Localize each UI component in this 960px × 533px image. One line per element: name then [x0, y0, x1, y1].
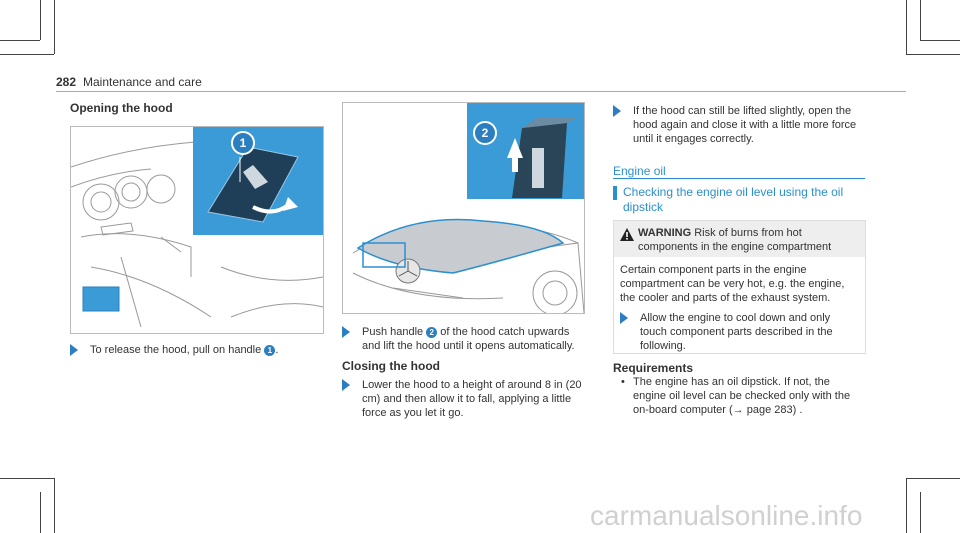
step-arrow-icon — [342, 326, 350, 338]
step-release-hood: To release the hood, pull on handle 1. — [70, 343, 320, 357]
step-text: Allow the engine to cool down and only t… — [640, 312, 833, 352]
step-text-a: Push handle — [362, 326, 424, 338]
crop-mark — [920, 492, 921, 533]
engine-oil-divider — [613, 178, 865, 179]
callout-2: 2 — [473, 121, 497, 145]
header-divider — [56, 91, 906, 92]
step-arrow-icon — [70, 344, 78, 356]
warning-triangle-icon — [620, 228, 634, 241]
crop-mark — [0, 40, 40, 41]
step-text: Lower the hood to a height of around 8 i… — [362, 379, 582, 419]
step-arrow-icon — [620, 312, 628, 324]
warning-body: Certain component parts in the engine co… — [620, 264, 845, 304]
crop-mark — [40, 492, 41, 533]
warning-box: WARNING Risk of burns from hot component… — [613, 220, 866, 354]
inset-catch-detail: 2 — [467, 103, 584, 199]
crop-mark — [906, 0, 907, 54]
interior-illustration — [71, 141, 323, 328]
heading-requirements: Requirements — [613, 361, 694, 375]
page-number: 282 — [56, 75, 77, 89]
crop-mark — [0, 54, 54, 55]
inset-handle-detail: 1 — [193, 127, 323, 235]
inline-callout-1: 1 — [264, 344, 276, 356]
crop-mark — [0, 478, 54, 479]
step-push-handle: Push handle 2 of the hood catch upwards … — [342, 325, 587, 353]
step-text: To release the hood, pull on handle — [90, 344, 262, 356]
figure-interior-handle: 1 — [70, 126, 324, 334]
crop-mark — [920, 40, 960, 41]
warning-step: Allow the engine to cool down and only t… — [620, 311, 856, 353]
crop-mark — [906, 478, 907, 533]
warning-label: WARNING — [638, 227, 692, 239]
step-text-b: of the hood catch upwards and lift the h… — [362, 326, 575, 352]
heading-opening-hood: Opening the hood — [70, 101, 173, 115]
heading-engine-oil: Engine oil — [613, 164, 666, 178]
crop-mark — [54, 478, 55, 533]
section-title: Maintenance and care — [83, 75, 202, 89]
requirement-item: • The engine has an oil dipstick. If not… — [613, 375, 865, 417]
step-close-again: If the hood can still be lifted slightly… — [613, 104, 865, 146]
step-arrow-icon — [342, 379, 350, 391]
heading-closing-hood: Closing the hood — [342, 359, 440, 373]
bullet-dot: • — [621, 376, 625, 388]
crop-mark — [920, 0, 921, 40]
subheading-dipstick: Checking the engine oil level using the … — [623, 185, 844, 214]
figure-hood-catch: 2 — [342, 102, 585, 314]
callout-1: 1 — [231, 131, 255, 155]
crop-mark — [906, 54, 960, 55]
watermark: carmanualsonline.info — [590, 500, 863, 531]
crop-mark — [40, 0, 41, 40]
step-arrow-icon — [613, 105, 621, 117]
hood-catch-icon — [507, 118, 577, 198]
step-lower-hood: Lower the hood to a height of around 8 i… — [342, 378, 587, 420]
inline-callout-2: 2 — [426, 326, 438, 338]
hood-handle-icon — [207, 146, 299, 223]
warning-text: Risk of burns from hot components in the… — [638, 227, 832, 253]
car-front-illustration — [352, 218, 584, 313]
requirement-text: The engine has an oil dipstick. If not, … — [633, 376, 851, 416]
warning-header — [614, 221, 865, 257]
step-text: If the hood can still be lifted slightly… — [633, 105, 857, 145]
crop-mark — [906, 478, 960, 479]
crop-mark — [54, 0, 55, 54]
subheading-bar — [613, 186, 617, 200]
